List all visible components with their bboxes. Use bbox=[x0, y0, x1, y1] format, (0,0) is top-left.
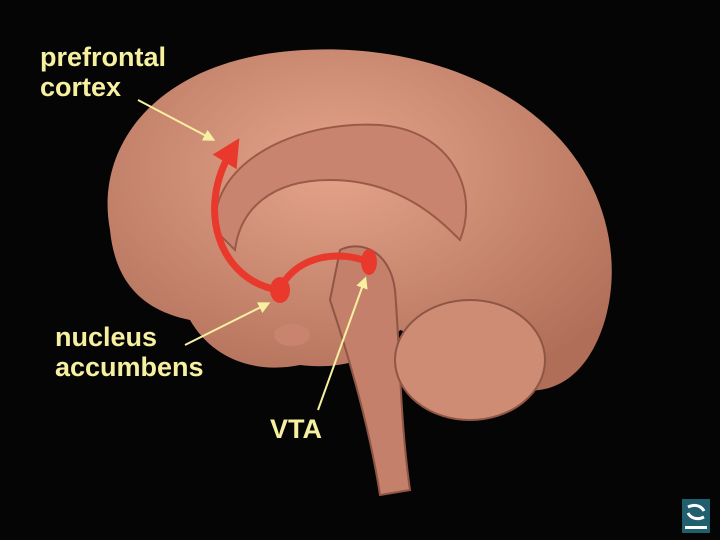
label-line: nucleus bbox=[55, 322, 158, 352]
label-line: accumbens bbox=[55, 352, 204, 382]
pathway-accumbens-to-prefrontal bbox=[211, 138, 279, 294]
label-line: cortex bbox=[40, 72, 122, 102]
nucleus-accumbens-marker bbox=[270, 277, 290, 303]
label-vta: VTA bbox=[270, 414, 322, 444]
pathway-vta-to-accumbens bbox=[279, 252, 370, 287]
label-prefrontal-cortex: prefrontal cortex bbox=[40, 42, 166, 102]
vta-pointer bbox=[317, 276, 368, 411]
accumbens-pointer bbox=[184, 302, 271, 346]
prefrontal-pointer bbox=[137, 99, 216, 141]
brainstem bbox=[328, 245, 412, 497]
label-nucleus-accumbens: nucleus accumbens bbox=[55, 322, 204, 382]
corpus-callosum bbox=[213, 123, 468, 253]
pituitary bbox=[274, 324, 310, 346]
label-line: prefrontal bbox=[40, 42, 167, 72]
vta-marker bbox=[361, 249, 377, 275]
publisher-logo bbox=[682, 499, 710, 533]
cerebellum bbox=[394, 299, 546, 421]
